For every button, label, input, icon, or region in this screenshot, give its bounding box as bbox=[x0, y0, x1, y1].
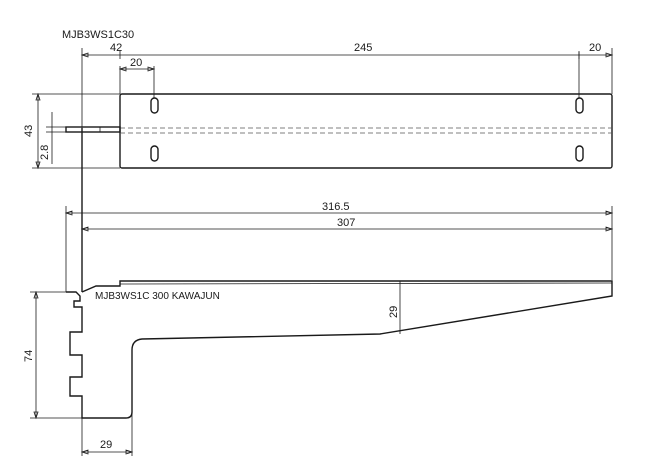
dim-arrows-43 bbox=[35, 92, 41, 170]
dim-hook-depth: 29 bbox=[100, 439, 112, 451]
slot-top-left bbox=[150, 97, 159, 114]
arm-top-edge bbox=[119, 282, 613, 285]
slot-bottom-right bbox=[575, 145, 584, 162]
part-number-label: MJB3WS1C30 bbox=[62, 29, 134, 41]
side-view bbox=[30, 128, 614, 456]
dim-arrows-overall bbox=[64, 210, 614, 216]
bracket-profile bbox=[66, 280, 613, 419]
dim-plate-thickness: 2.8 bbox=[39, 145, 51, 160]
dim-arrows-top bbox=[80, 52, 614, 72]
dim-right-offset: 20 bbox=[589, 42, 601, 54]
dim-arrows-arm bbox=[80, 226, 614, 232]
top-view bbox=[32, 48, 614, 170]
shelf-plate-outline bbox=[119, 93, 613, 169]
plate-edge-section bbox=[65, 126, 121, 133]
dim-center-span: 245 bbox=[354, 42, 372, 54]
dim-slot-offset: 20 bbox=[130, 57, 142, 69]
dim-tip-height: 29 bbox=[388, 306, 400, 318]
dim-arrows-hook bbox=[80, 449, 134, 455]
dim-bracket-height: 74 bbox=[23, 350, 35, 362]
dim-arrows-height bbox=[33, 290, 39, 420]
dim-overall-length: 316.5 bbox=[322, 201, 350, 213]
dim-plate-width: 43 bbox=[23, 125, 35, 137]
dim-left-offset: 42 bbox=[110, 42, 122, 54]
slot-bottom-left bbox=[150, 145, 159, 162]
bracket-stamp-text: MJB3WS1C 300 KAWAJUN bbox=[95, 291, 220, 302]
dim-arm-length: 307 bbox=[337, 217, 355, 229]
slot-top-right bbox=[575, 97, 584, 114]
